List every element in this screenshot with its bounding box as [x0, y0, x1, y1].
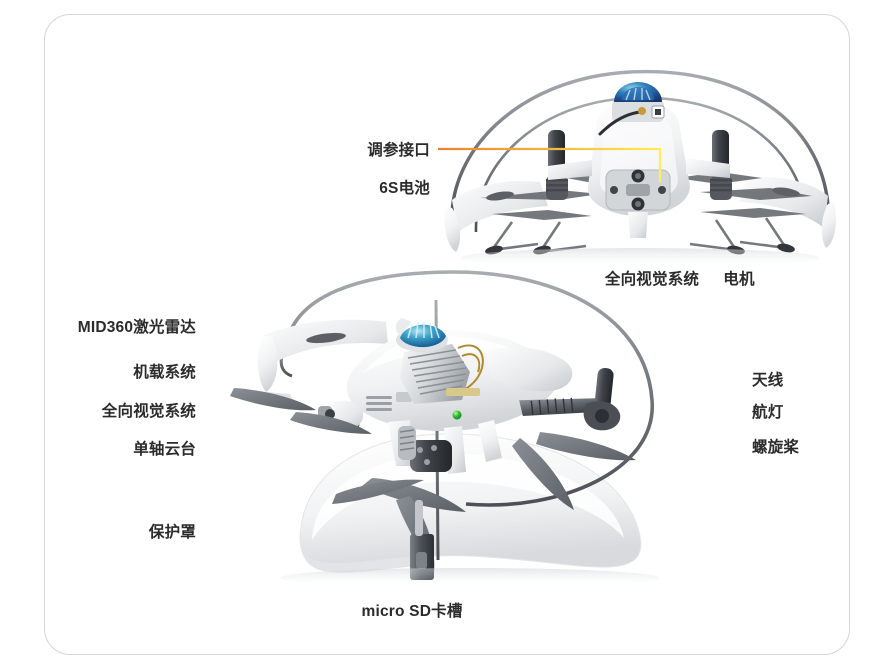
- nav-light-green-center: [452, 410, 462, 420]
- label-mid360-lidar: MID360激光雷达: [77, 319, 196, 336]
- leader-lower-right: [598, 378, 742, 449]
- leader-lower-left: [204, 325, 470, 534]
- lower-drone-illustration: [230, 268, 660, 588]
- upper-lidar-dome: [598, 82, 665, 136]
- label-upper-quanxiang-shijue-xitong: 全向视觉系统: [604, 271, 700, 288]
- leader-upper-left: [438, 147, 700, 189]
- label-jizai-xitong: 机载系统: [133, 364, 196, 381]
- label-hangdeng: 航灯: [752, 404, 784, 421]
- leader-lines: [204, 147, 742, 596]
- label-tianxian: 天线: [752, 372, 784, 389]
- label-6s-dianchi: 6S电池: [379, 180, 430, 197]
- upper-drone-illustration: [444, 60, 836, 268]
- onboard-board: [446, 388, 480, 396]
- label-tiaocan-jiekou: 调参接口: [367, 142, 430, 159]
- label-lower-quanxiang-shijue-xitong: 全向视觉系统: [101, 403, 196, 420]
- leader-upper-bottom: [650, 192, 741, 268]
- label-dianji: 电机: [723, 271, 755, 288]
- label-luoxuanjiang: 螺旋桨: [752, 439, 800, 456]
- label-micro-sd-kacao: micro SD卡槽: [361, 603, 463, 620]
- upper-fuselage: [548, 102, 730, 238]
- label-danzhou-yuntai: 单轴云台: [133, 441, 196, 458]
- lower-propellers: [230, 388, 636, 572]
- label-baohuzhao: 保护罩: [148, 524, 196, 541]
